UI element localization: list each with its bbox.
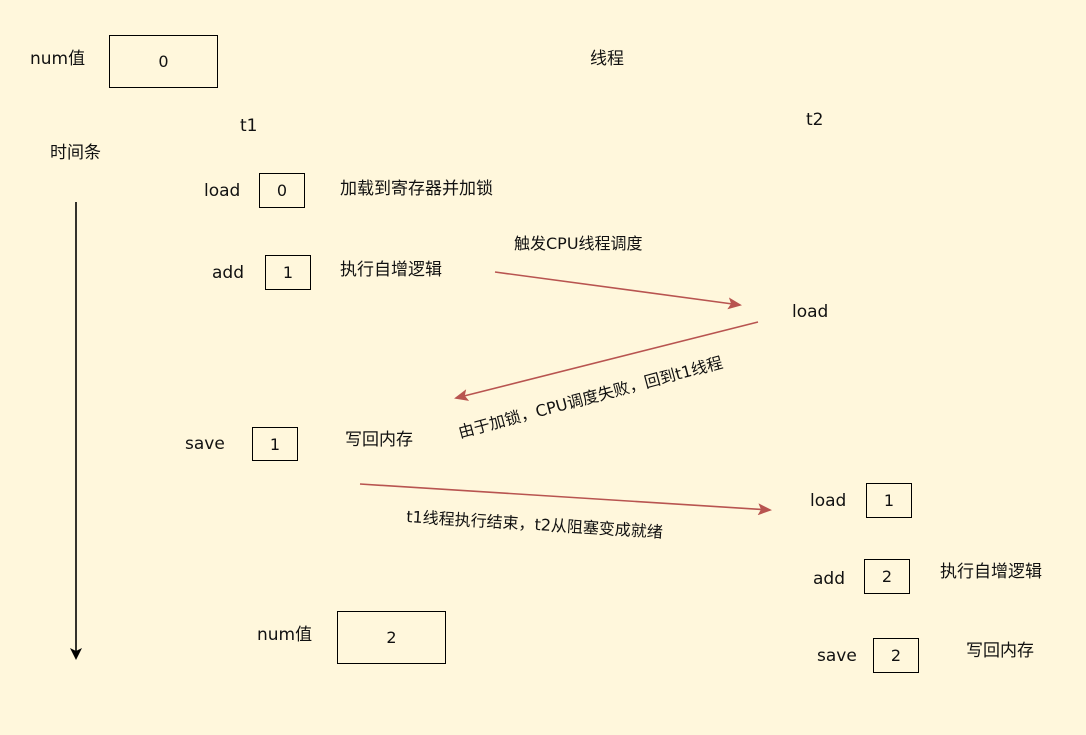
t1-save-value-box: 1 (252, 427, 298, 461)
t1-add-value-box: 1 (265, 255, 311, 290)
schedule-to-t2-label: 触发CPU线程调度 (514, 234, 643, 253)
t2-save-value-box: 2 (873, 638, 919, 673)
num-final-label: num值 (257, 625, 313, 645)
t1-load-label: load (204, 181, 241, 201)
t1-thread-label: t1 (240, 116, 258, 136)
t2-load-value-box: 1 (866, 483, 912, 518)
t2-load-attempt-label: load (792, 302, 829, 322)
t2-add-label: add (813, 569, 845, 589)
back-to-t1-arrow (454, 321, 759, 401)
t2-add-desc: 执行自增逻辑 (940, 562, 1042, 582)
t2-add-value-box: 2 (864, 559, 910, 594)
timeline-label: 时间条 (50, 143, 101, 163)
t1-save-label: save (185, 434, 225, 454)
back-to-t1-label: 由于加锁，CPU调度失败，回到t1线程 (456, 353, 725, 442)
threads-title: 线程 (590, 49, 624, 69)
t2-thread-label: t2 (806, 110, 824, 130)
t1-add-desc: 执行自增逻辑 (340, 260, 442, 280)
t2-save-desc: 写回内存 (966, 641, 1034, 661)
num-label: num值 (30, 49, 86, 69)
t2-save-label: save (817, 646, 857, 666)
t1-load-desc: 加载到寄存器并加锁 (340, 179, 493, 199)
num-initial-box: 0 (109, 35, 218, 88)
t2-load-label: load (810, 491, 847, 511)
t1-add-label: add (212, 263, 244, 283)
num-final-box: 2 (337, 611, 446, 664)
t1-save-desc: 写回内存 (345, 430, 413, 450)
t1-end-arrow (359, 483, 772, 516)
t1-load-value-box: 0 (259, 173, 305, 208)
t1-end-label: t1线程执行结束，t2从阻塞变成就绪 (406, 507, 664, 542)
schedule-to-t2-arrow (494, 271, 742, 310)
